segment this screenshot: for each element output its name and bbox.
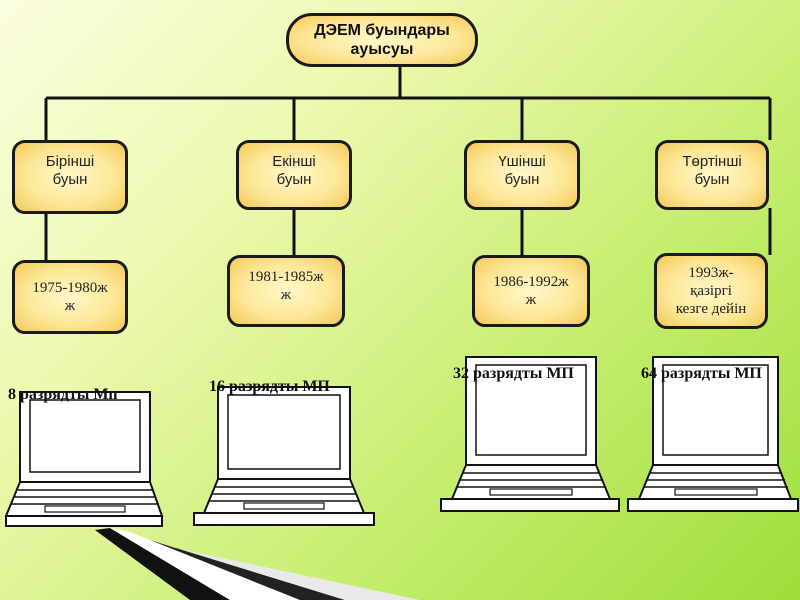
mp-label: 8 разрядты Мп (8, 386, 118, 403)
years-text: 1975-1980ж (32, 280, 108, 296)
years-4-node: 1993ж-қазіргі кезге дейін (654, 253, 768, 329)
years-1-node: 1975-1980ж ж (12, 260, 128, 334)
mp-label: 16 разрядты МП (209, 378, 330, 395)
mp-label: 32 разрядты МП (453, 365, 574, 382)
laptop-icon (4, 391, 164, 527)
laptop-icon (440, 356, 620, 512)
years-text: 1993ж- (688, 265, 734, 281)
root-title-line2: ауысуы (350, 41, 414, 58)
mp-label: 64 разрядты МП (641, 365, 762, 382)
generation-label: буын (694, 171, 730, 188)
years-text: кезге дейін (675, 301, 747, 317)
years-text: ж (525, 292, 537, 308)
generation-label: буын (52, 171, 88, 188)
years-text: 1986-1992ж (493, 274, 569, 290)
years-text: ж (64, 298, 76, 314)
laptop-icon (193, 386, 375, 526)
generation-label: буын (504, 171, 540, 188)
years-text: ж (280, 287, 292, 303)
years-2-node: 1981-1985ж ж (227, 255, 345, 327)
years-text: 1981-1985ж (248, 269, 324, 285)
generation-label: Төртінші (682, 153, 742, 170)
laptop-icon (627, 356, 799, 512)
root-title-line1: ДЭЕМ буындары (314, 21, 450, 39)
generation-label: Үшінші (498, 153, 546, 170)
generation-label: буын (276, 171, 312, 188)
years-text: қазіргі (690, 283, 732, 299)
generation-label: Екінші (272, 153, 316, 170)
root-node: ДЭЕМ буындары ауысуы (286, 13, 478, 67)
years-3-node: 1986-1992ж ж (472, 255, 590, 327)
generation-label: Бірінші (45, 153, 95, 170)
